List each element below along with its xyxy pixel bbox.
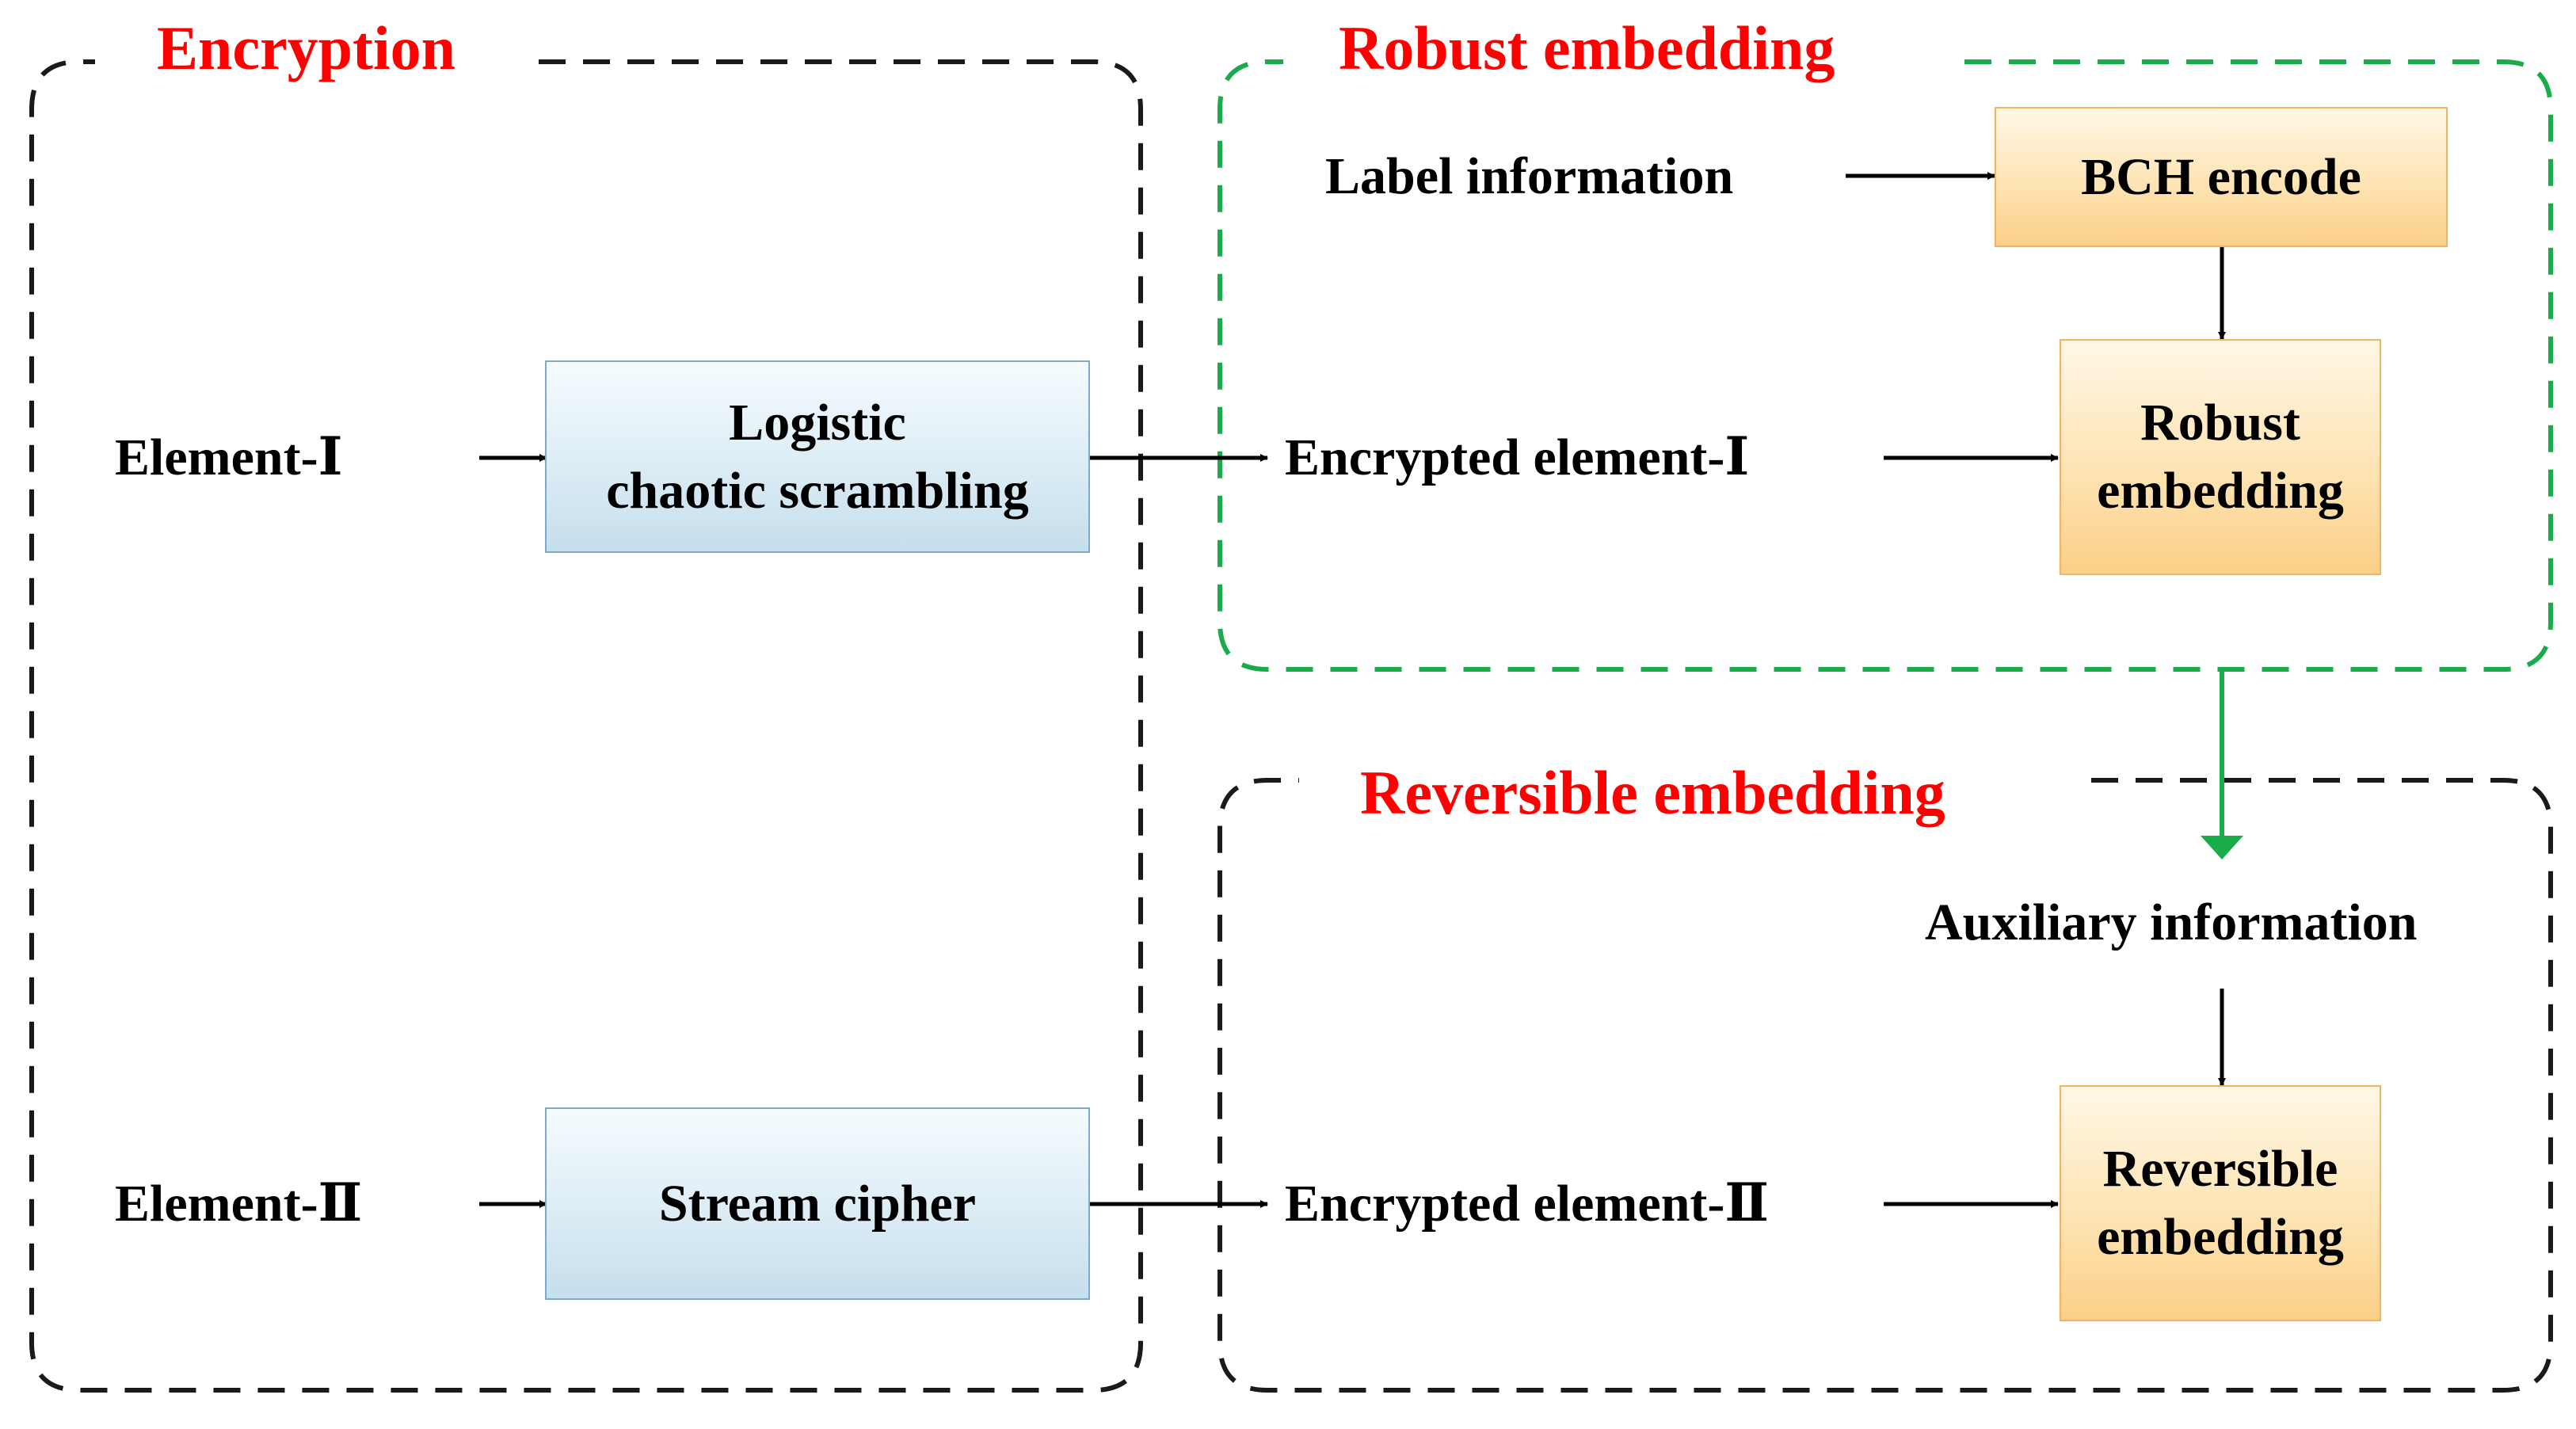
robust-region-border [1218, 59, 2553, 672]
label-information-label: Label information [1325, 147, 1734, 205]
encrypted-element-1-label: Encrypted element-Ⅰ [1285, 429, 1750, 486]
reversible-region-title: Reversible embedding [1360, 758, 1945, 827]
encrypted-element-2-label: Encrypted element-Ⅱ [1285, 1175, 1769, 1233]
reversible-region-border [1218, 778, 2553, 1393]
reversible-box-line1: Reversible [2102, 1140, 2338, 1198]
element-1-label: Element-Ⅰ [115, 429, 343, 486]
auxiliary-information-label: Auxiliary information [1925, 894, 2418, 951]
encryption-region-border [29, 59, 1143, 1393]
bch-encode-box: BCH encode [1995, 107, 2448, 247]
arrow-robust-to-aux-head [2201, 836, 2243, 859]
robust-box-line2: embedding [2097, 462, 2344, 520]
element-2-label: Element-Ⅱ [115, 1175, 363, 1233]
bch-box-label: BCH encode [2081, 147, 2361, 206]
logistic-box-line2: chaotic scrambling [606, 461, 1029, 520]
stream-box-label: Stream cipher [658, 1174, 977, 1233]
robust-embedding-box: Robust embedding [2060, 339, 2381, 575]
reversible-box-line2: embedding [2097, 1208, 2344, 1266]
robust-region-title: Robust embedding [1339, 13, 1835, 82]
robust-box-line1: Robust [2140, 394, 2300, 452]
encryption-region-title: Encryption [157, 13, 456, 82]
logistic-chaotic-scrambling-box: Logistic chaotic scrambling [545, 360, 1090, 553]
stream-cipher-box: Stream cipher [545, 1107, 1090, 1300]
reversible-embedding-box: Reversible embedding [2060, 1085, 2381, 1321]
logistic-box-line1: Logistic [729, 393, 906, 452]
